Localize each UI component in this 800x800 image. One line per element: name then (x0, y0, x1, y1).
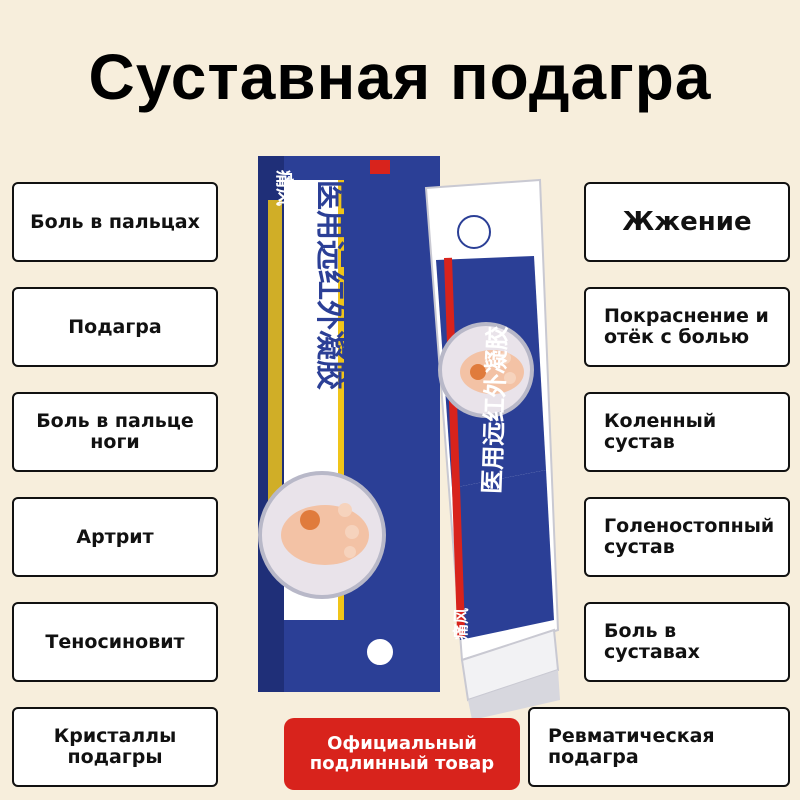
label-box-left-5: Теносиновит (12, 602, 218, 682)
label-box-right-2: Покраснение и отёк с болью (584, 287, 790, 367)
product-tube (424, 178, 560, 720)
authentic-product-badge: Официальный подлинный товар (284, 718, 520, 790)
box-product-name: 医用远红外凝胶 (312, 180, 347, 390)
product-illustration: 医用远红外凝胶 痛风 医用远红外凝胶 痛风 (258, 156, 560, 720)
label-box-left-2: Подагра (12, 287, 218, 367)
label-box-right-3: Коленный сустав (584, 392, 790, 472)
box-small-label: 痛风 (273, 170, 295, 206)
product-box (258, 156, 440, 692)
label-box-right-1: Жжение (584, 182, 790, 262)
label-box-right-4: Голеностопный сустав (584, 497, 790, 577)
label-box-left-1: Боль в пальцах (12, 182, 218, 262)
label-box-left-6: Кристаллы подагры (12, 707, 218, 787)
label-box-right-5: Боль в суставах (584, 602, 790, 682)
label-box-right-6: Ревматическая подагра (528, 707, 790, 787)
tube-product-name: 医用远红外凝胶 (478, 325, 512, 494)
label-box-left-4: Артрит (12, 497, 218, 577)
tube-small-label: 痛风 (451, 607, 471, 641)
label-box-left-3: Боль в пальце ноги (12, 392, 218, 472)
page-title: Суставная подагра (88, 41, 712, 113)
